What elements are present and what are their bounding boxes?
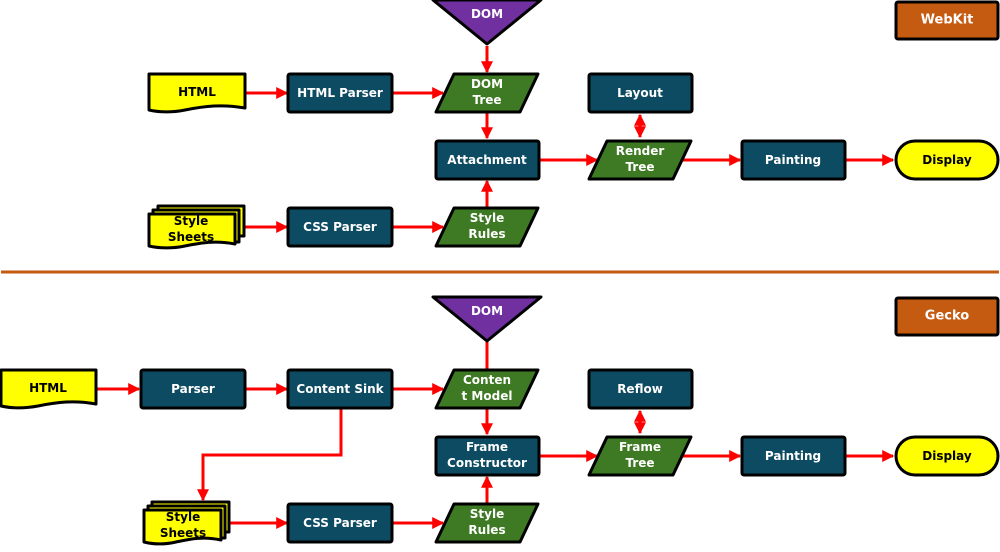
content-sink-label: Content Sink bbox=[296, 382, 384, 396]
html-label: HTML bbox=[29, 381, 67, 395]
dom-triangle bbox=[431, 0, 543, 46]
style-rules-label-line1: Style bbox=[470, 507, 504, 521]
display-label: Display bbox=[922, 449, 972, 463]
frame-constructor-label-line1: Frame bbox=[466, 440, 508, 454]
html-label: HTML bbox=[178, 85, 216, 99]
dom-label: DOM bbox=[471, 7, 503, 21]
style-rules-node: Style Rules bbox=[434, 206, 540, 248]
frame-tree-label-line2: Tree bbox=[625, 456, 654, 470]
reflow-label: Reflow bbox=[617, 382, 663, 396]
data-parallelogram bbox=[587, 139, 693, 181]
content-model-node: Conten t Model bbox=[434, 368, 540, 410]
display-label: Display bbox=[922, 153, 972, 167]
process-box bbox=[740, 139, 847, 181]
gecko-badge: Gecko bbox=[894, 296, 1000, 337]
style-sheets-label-line2: Sheets bbox=[168, 230, 214, 244]
frame-constructor-node: Frame Constructor bbox=[434, 435, 541, 477]
frame-constructor-label-line2: Constructor bbox=[447, 456, 527, 470]
terminal-pill bbox=[894, 435, 1000, 477]
frame-tree-node: Frame Tree bbox=[587, 435, 693, 477]
document-shape bbox=[147, 72, 247, 114]
style-rules-label-line2: Rules bbox=[468, 523, 505, 537]
html-parser-label: HTML Parser bbox=[297, 86, 383, 100]
data-parallelogram bbox=[434, 502, 540, 544]
content-model-label-line1: Conten bbox=[463, 373, 511, 387]
reflow-node: Reflow bbox=[587, 368, 694, 410]
style-sheets-node: Style Sheets bbox=[147, 204, 246, 250]
html-document-node: HTML bbox=[147, 72, 247, 114]
render-tree-label-line1: Render bbox=[616, 144, 665, 158]
dom-label: DOM bbox=[471, 304, 503, 318]
data-parallelogram bbox=[434, 72, 540, 114]
style-rules-label-line2: Rules bbox=[468, 227, 505, 241]
style-rules-node: Style Rules bbox=[434, 502, 540, 544]
process-box bbox=[139, 368, 247, 410]
render-tree-label-line2: Tree bbox=[625, 160, 654, 174]
process-box bbox=[286, 206, 394, 248]
process-box bbox=[740, 435, 847, 477]
gecko-section: Gecko DOM HTML Parser Content Sink Conte… bbox=[0, 295, 1000, 546]
css-parser-label: CSS Parser bbox=[303, 220, 377, 234]
process-box bbox=[434, 435, 541, 477]
data-parallelogram bbox=[434, 206, 540, 248]
document-shape bbox=[142, 508, 223, 546]
data-parallelogram bbox=[587, 435, 693, 477]
painting-label: Painting bbox=[765, 153, 821, 167]
painting-label: Painting bbox=[765, 449, 821, 463]
painting-node: Painting bbox=[740, 435, 847, 477]
render-tree-node: Render Tree bbox=[587, 139, 693, 181]
badge-label: WebKit bbox=[921, 13, 974, 28]
layout-node: Layout bbox=[587, 72, 694, 114]
dom-triangle bbox=[431, 295, 543, 343]
terminal-pill bbox=[894, 139, 1000, 181]
style-sheets-node: Style Sheets bbox=[142, 500, 231, 546]
css-parser-label: CSS Parser bbox=[303, 516, 377, 530]
html-parser-node: HTML Parser bbox=[286, 72, 394, 114]
data-parallelogram bbox=[434, 368, 540, 410]
webkit-section: WebKit DOM HTML HTML Parser DOM Tree Lay… bbox=[147, 0, 1000, 250]
process-box bbox=[434, 139, 541, 181]
process-box bbox=[587, 72, 694, 114]
parser-node: Parser bbox=[139, 368, 247, 410]
attachment-node: Attachment bbox=[434, 139, 541, 181]
html-document-node: HTML bbox=[0, 368, 98, 410]
style-sheets-label-line1: Style bbox=[166, 510, 200, 524]
content-sink-node: Content Sink bbox=[286, 368, 394, 410]
display-node: Display bbox=[894, 435, 1000, 477]
display-node: Display bbox=[894, 139, 1000, 181]
process-box bbox=[587, 368, 694, 410]
parser-label: Parser bbox=[171, 382, 215, 396]
arrow-contentsink-to-stylesheets bbox=[197, 408, 343, 502]
dom-merge-node: DOM bbox=[431, 0, 543, 46]
webkit-badge: WebKit bbox=[894, 0, 1000, 41]
attachment-label: Attachment bbox=[447, 153, 527, 167]
style-rules-label-line1: Style bbox=[470, 211, 504, 225]
process-box bbox=[286, 502, 394, 544]
frame-tree-label-line1: Frame bbox=[619, 440, 661, 454]
document-shape bbox=[0, 368, 98, 410]
painting-node: Painting bbox=[740, 139, 847, 181]
layout-label: Layout bbox=[617, 86, 663, 100]
process-box bbox=[286, 368, 394, 410]
badge-box bbox=[894, 0, 1000, 41]
style-sheets-label-line2: Sheets bbox=[160, 526, 206, 540]
document-shape bbox=[147, 212, 237, 250]
badge-box bbox=[894, 296, 1000, 337]
dom-tree-node: DOM Tree bbox=[434, 72, 540, 114]
dom-merge-node: DOM bbox=[431, 295, 543, 343]
css-parser-node: CSS Parser bbox=[286, 502, 394, 544]
process-box bbox=[286, 72, 394, 114]
css-parser-node: CSS Parser bbox=[286, 206, 394, 248]
content-model-label-line2: t Model bbox=[462, 389, 513, 403]
dom-tree-label-line2: Tree bbox=[472, 93, 501, 107]
badge-label: Gecko bbox=[925, 309, 969, 324]
style-sheets-label-line1: Style bbox=[174, 214, 208, 228]
dom-tree-label-line1: DOM bbox=[471, 77, 503, 91]
